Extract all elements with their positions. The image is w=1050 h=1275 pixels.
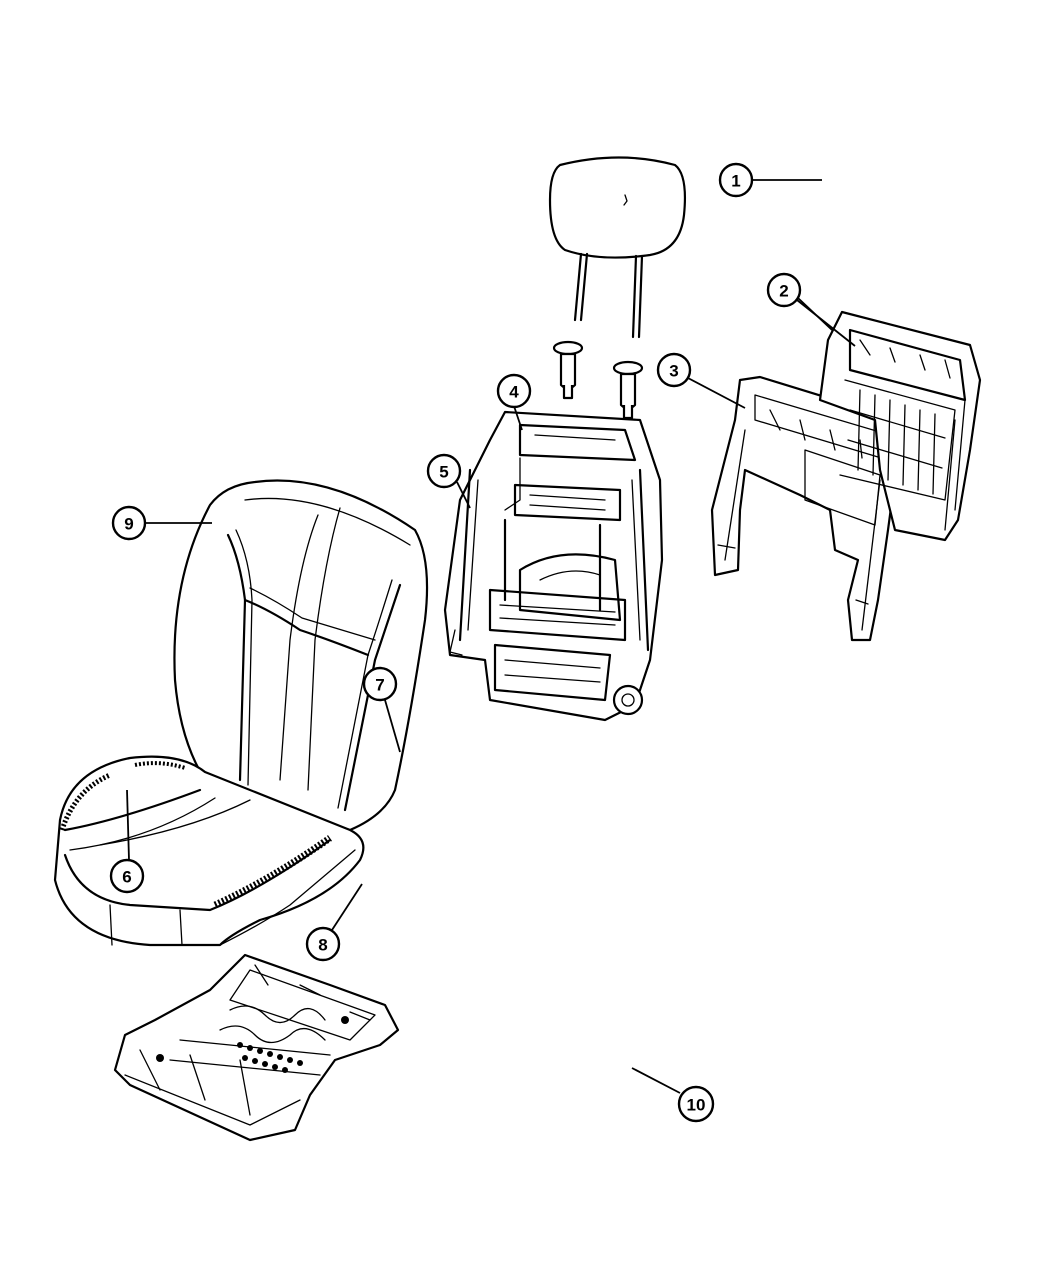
svg-text:5: 5 bbox=[439, 463, 448, 482]
callout-5: 5 bbox=[426, 453, 462, 489]
callout-3: 3 bbox=[656, 352, 692, 388]
callout-6: 6 bbox=[109, 858, 145, 894]
svg-text:6: 6 bbox=[122, 868, 131, 887]
callout-10: 10 bbox=[677, 1085, 715, 1123]
callout-4: 4 bbox=[496, 373, 532, 409]
leader-lines bbox=[126, 179, 856, 1094]
svg-text:4: 4 bbox=[509, 383, 519, 402]
svg-text:7: 7 bbox=[375, 676, 384, 695]
seat-assembly bbox=[53, 479, 429, 947]
svg-text:3: 3 bbox=[669, 362, 678, 381]
headrest-guides bbox=[552, 340, 644, 420]
svg-text:10: 10 bbox=[687, 1096, 706, 1115]
callout-8: 8 bbox=[305, 926, 341, 962]
seat-back-frame bbox=[443, 410, 664, 722]
svg-text:9: 9 bbox=[124, 515, 133, 534]
svg-text:8: 8 bbox=[318, 936, 327, 955]
seat-back-panel bbox=[818, 310, 982, 542]
svg-text:1: 1 bbox=[731, 172, 740, 191]
callout-9: 9 bbox=[111, 505, 147, 541]
headrest bbox=[548, 156, 687, 339]
callout-1: 1 bbox=[718, 162, 754, 198]
callout-7: 7 bbox=[362, 666, 398, 702]
svg-text:2: 2 bbox=[779, 282, 788, 301]
seat-cushion-frame bbox=[113, 953, 400, 1142]
callout-2: 2 bbox=[766, 272, 802, 308]
